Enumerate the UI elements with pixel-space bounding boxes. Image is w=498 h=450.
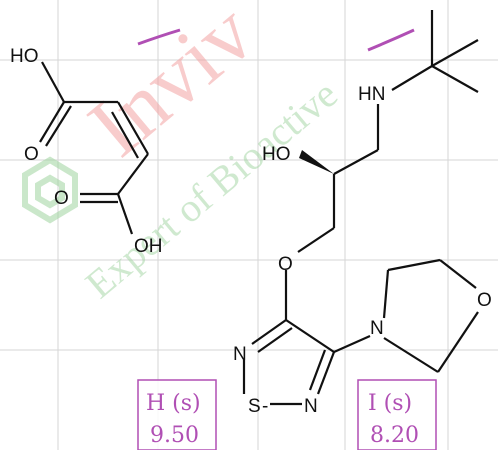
timolol-oh: HO [262,144,291,165]
timolol-bonds [242,10,479,406]
thiadiazole-n1: N [233,344,247,365]
maleic-oh-top: HO [10,46,39,67]
watermark-swoosh-right [367,28,415,52]
timolol-ether-o: O [278,254,293,275]
thiadiazole-dash: - [262,396,268,417]
nmr-label-i: I (s) 8.20 [357,379,437,450]
maleic-o-bottom: O [54,188,69,209]
thiadiazole-n2: N [304,396,318,417]
morpholine-o: O [477,290,492,311]
stereo-wedge-bond [299,150,334,174]
nmr-label-h-shift: 9.50 [150,423,199,448]
maleic-o-top: O [24,144,39,165]
maleic-acid [39,61,149,235]
thiadiazole-s: S [248,396,261,417]
nmr-label-h: H (s) 9.50 [137,379,217,450]
watermark: Inviv Expert of Bioactive [22,0,415,307]
watermark-swoosh-left [137,28,181,46]
nmr-label-h-peak: H (s) [146,391,201,416]
maleic-oh-bottom: OH [134,236,163,257]
morpholine-n: N [370,318,384,339]
nmr-label-i-shift: 8.20 [370,423,419,448]
watermark-logo [22,156,78,224]
nmr-label-i-peak: I (s) [368,391,412,416]
timolol-nh: HN [358,84,385,105]
